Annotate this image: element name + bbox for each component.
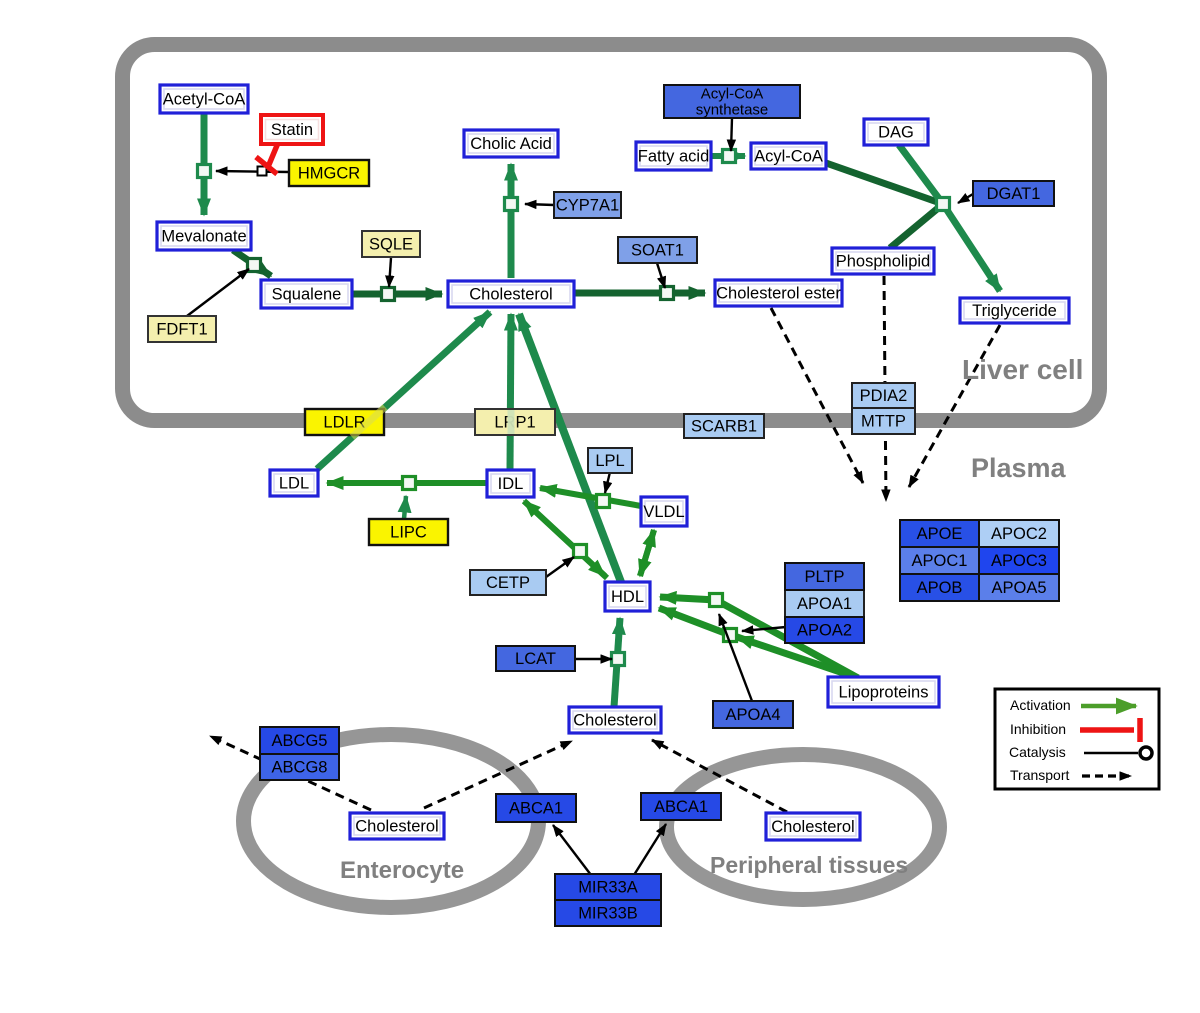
- svg-text:Triglyceride: Triglyceride: [972, 302, 1057, 320]
- svg-text:VLDL: VLDL: [643, 503, 684, 521]
- svg-text:ABCA1: ABCA1: [509, 800, 563, 818]
- svg-text:Fatty acid: Fatty acid: [638, 148, 710, 166]
- svg-text:APOC3: APOC3: [991, 552, 1047, 570]
- svg-text:Liver cell: Liver cell: [962, 354, 1083, 385]
- svg-text:SOAT1: SOAT1: [631, 242, 684, 260]
- svg-text:DGAT1: DGAT1: [987, 185, 1041, 203]
- svg-text:SQLE: SQLE: [369, 236, 413, 254]
- svg-text:Mevalonate: Mevalonate: [161, 228, 246, 246]
- svg-text:Enterocyte: Enterocyte: [340, 857, 464, 884]
- svg-text:APOE: APOE: [917, 525, 963, 543]
- svg-text:HDL: HDL: [611, 588, 644, 606]
- svg-text:Cholesterol: Cholesterol: [573, 712, 656, 730]
- svg-text:MTTP: MTTP: [861, 413, 906, 431]
- svg-text:Acyl-CoA: Acyl-CoA: [701, 86, 764, 103]
- svg-text:Cholesterol: Cholesterol: [355, 818, 438, 836]
- svg-text:LPL: LPL: [595, 452, 624, 470]
- svg-text:DAG: DAG: [878, 124, 914, 142]
- svg-text:Peripheral tissues: Peripheral tissues: [710, 852, 908, 878]
- svg-text:APOA2: APOA2: [797, 622, 852, 640]
- svg-text:Cholesterol ester: Cholesterol ester: [716, 285, 841, 303]
- svg-text:LIPC: LIPC: [390, 524, 427, 542]
- svg-text:HMGCR: HMGCR: [298, 165, 360, 183]
- svg-text:Cholic Acid: Cholic Acid: [470, 135, 552, 153]
- svg-text:FDFT1: FDFT1: [156, 321, 207, 339]
- svg-text:Acyl-CoA: Acyl-CoA: [754, 148, 823, 166]
- svg-text:synthetase: synthetase: [696, 102, 769, 119]
- svg-text:Acetyl-CoA: Acetyl-CoA: [163, 91, 246, 109]
- svg-text:ABCG5: ABCG5: [272, 732, 328, 750]
- svg-text:PDIA2: PDIA2: [860, 387, 908, 405]
- svg-text:PLTP: PLTP: [804, 568, 844, 586]
- svg-text:CETP: CETP: [486, 574, 530, 592]
- svg-text:Cholesterol: Cholesterol: [771, 818, 854, 836]
- svg-text:IDL: IDL: [498, 475, 524, 493]
- svg-text:SCARB1: SCARB1: [691, 418, 757, 436]
- svg-text:LCAT: LCAT: [515, 650, 556, 668]
- svg-text:Cholesterol: Cholesterol: [469, 286, 552, 304]
- svg-text:Plasma: Plasma: [971, 453, 1067, 483]
- svg-text:APOC1: APOC1: [912, 552, 968, 570]
- svg-text:LDL: LDL: [279, 475, 309, 493]
- svg-text:Phospholipid: Phospholipid: [836, 253, 931, 271]
- svg-text:LRP1: LRP1: [494, 414, 535, 432]
- svg-text:Inhibition: Inhibition: [1010, 721, 1066, 737]
- svg-text:Activation: Activation: [1010, 697, 1071, 713]
- svg-text:APOA5: APOA5: [991, 579, 1046, 597]
- svg-text:APOC2: APOC2: [991, 525, 1047, 543]
- svg-text:ABCA1: ABCA1: [654, 798, 708, 816]
- svg-text:MIR33B: MIR33B: [578, 905, 638, 923]
- svg-text:Statin: Statin: [271, 121, 313, 139]
- svg-text:ABCG8: ABCG8: [272, 759, 328, 777]
- svg-text:Squalene: Squalene: [272, 286, 342, 304]
- svg-text:Lipoproteins: Lipoproteins: [839, 684, 929, 702]
- svg-text:CYP7A1: CYP7A1: [556, 197, 619, 215]
- svg-text:LDLR: LDLR: [323, 414, 365, 432]
- svg-text:APOA4: APOA4: [725, 706, 780, 724]
- svg-text:APOB: APOB: [917, 579, 963, 597]
- svg-text:MIR33A: MIR33A: [578, 879, 638, 897]
- svg-text:Catalysis: Catalysis: [1009, 744, 1066, 760]
- svg-text:APOA1: APOA1: [797, 595, 852, 613]
- svg-text:Transport: Transport: [1010, 767, 1070, 783]
